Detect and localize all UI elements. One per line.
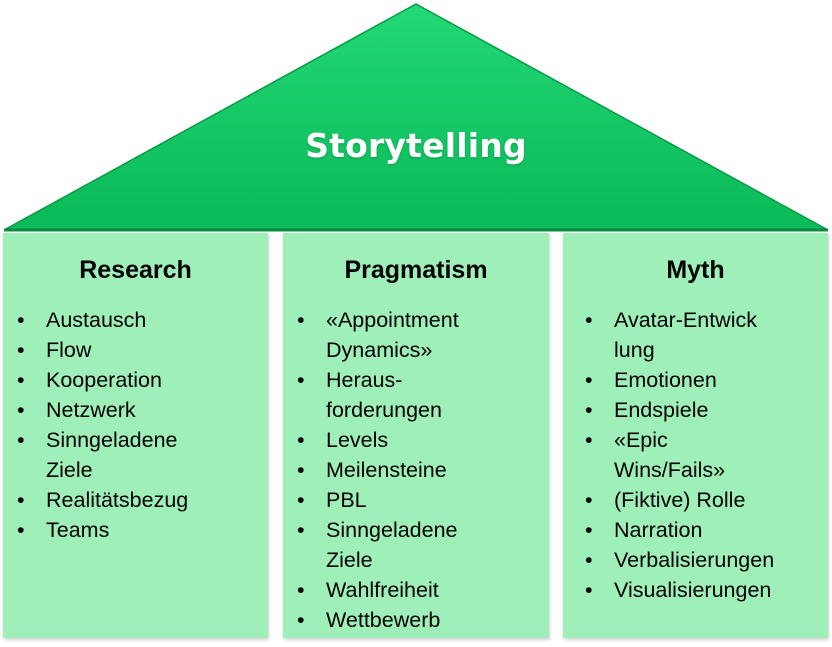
list-item: «Epic Wins/Fails» xyxy=(585,425,764,485)
roof-title: Storytelling xyxy=(305,126,527,165)
pillar-pragmatism: Pragmatism «Appointment Dynamics» Heraus… xyxy=(283,233,549,638)
list-item: Heraus-forderungen xyxy=(297,365,476,425)
list-item: Verbalisierungen xyxy=(585,545,828,575)
list-item: Sinngeladene Ziele xyxy=(17,425,221,485)
list-item: Narration xyxy=(585,515,828,545)
list-item: Teams xyxy=(17,515,268,545)
list-item: Netzwerk xyxy=(17,395,268,425)
item-list: Austausch Flow Kooperation Netzwerk Sinn… xyxy=(3,305,268,545)
pillar-myth: Myth Avatar-Entwicklung Emotionen Endspi… xyxy=(563,233,828,638)
list-item: «Appointment Dynamics» xyxy=(297,305,501,365)
pillar-title: Myth xyxy=(666,256,725,284)
pillar-title: Research xyxy=(79,256,192,284)
list-item: Wettbewerb xyxy=(297,605,549,635)
list-item: Kooperation xyxy=(17,365,268,395)
list-item: Avatar-Entwicklung xyxy=(585,305,759,365)
roof-shape xyxy=(3,3,829,231)
list-item: Meilensteine xyxy=(297,455,549,485)
list-item: Wahlfreiheit xyxy=(297,575,549,605)
list-item: Sinngeladene Ziele xyxy=(297,515,501,575)
list-item: Emotionen xyxy=(585,365,828,395)
list-item: Endspiele xyxy=(585,395,828,425)
pillar-research: Research Austausch Flow Kooperation Netz… xyxy=(3,233,268,638)
item-list: «Appointment Dynamics» Heraus-forderunge… xyxy=(283,305,549,635)
list-item: Levels xyxy=(297,425,549,455)
roof xyxy=(3,3,829,232)
pillar-title: Pragmatism xyxy=(344,256,488,284)
list-item: Austausch xyxy=(17,305,268,335)
list-item: (Fiktive) Rolle xyxy=(585,485,828,515)
item-list: Avatar-Entwicklung Emotionen Endspiele «… xyxy=(563,305,828,605)
list-item: Visualisierungen xyxy=(585,575,828,605)
list-item: PBL xyxy=(297,485,549,515)
list-item: Flow xyxy=(17,335,268,365)
list-item: Realitätsbezug xyxy=(17,485,268,515)
